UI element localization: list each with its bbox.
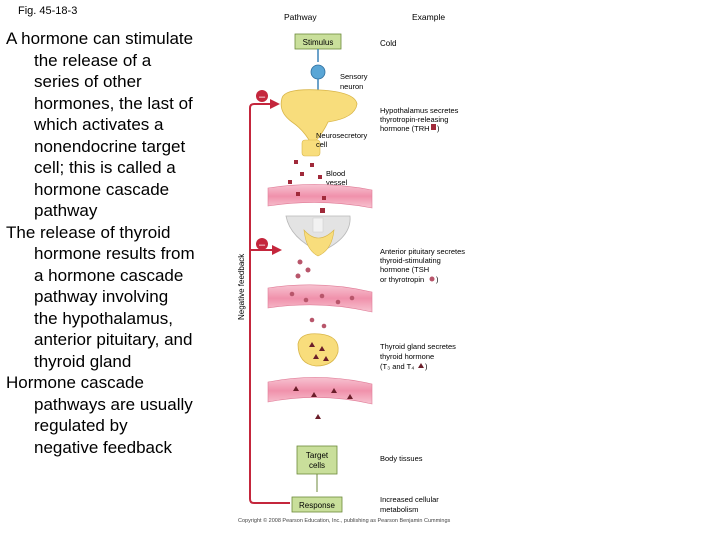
blood-vessel-1 <box>267 184 373 213</box>
trh-particles <box>288 160 322 184</box>
target-cells-label-2: cells <box>309 461 325 470</box>
target-cells-label-1: Target <box>306 451 329 460</box>
svg-text:–: – <box>259 91 266 103</box>
inhibit-marker-2: – <box>256 238 268 251</box>
metabolism-label-2: metabolism <box>380 505 418 514</box>
copyright: Copyright © 2008 Pearson Education, Inc.… <box>238 517 451 524</box>
target-cells-box: Target cells <box>296 445 338 475</box>
blood-vessel-label-1: Blood <box>326 169 345 178</box>
stimulus-box: Stimulus <box>294 33 342 50</box>
tsh-close: ) <box>436 275 439 284</box>
trh-close: ) <box>437 124 440 133</box>
bullet-1: A hormone can stimulate the release of a… <box>6 29 194 220</box>
trh-symbol <box>431 124 436 130</box>
bullet-list: A hormone can stimulate the release of a… <box>6 28 196 458</box>
thyroid-gland <box>297 333 339 367</box>
svg-text:–: – <box>259 239 266 251</box>
bullet-2: The release of thyroid hormone results f… <box>6 222 195 371</box>
negative-feedback-label: Negative feedback <box>237 253 246 320</box>
thyroid-hormone-symbol <box>418 363 424 368</box>
hypothalamus-label-3: hormone (TRH <box>380 124 430 133</box>
tsh-symbol <box>429 276 435 282</box>
sensory-neuron <box>310 49 326 92</box>
pituitary-label-1: Anterior pituitary secretes <box>380 247 465 256</box>
pituitary-label-2: thyroid-stimulating <box>380 256 441 265</box>
response-box: Response <box>291 496 343 513</box>
sensory-neuron-label-2: neuron <box>340 82 363 91</box>
blood-vessel-3 <box>267 377 373 419</box>
response-label: Response <box>299 501 336 510</box>
blood-vessel-label-2: vessel <box>326 178 348 187</box>
thyroid-close: ) <box>425 362 428 371</box>
anterior-pituitary <box>285 215 351 257</box>
hypothalamus-label-2: thyrotropin-releasing <box>380 115 448 124</box>
negative-feedback-loop <box>249 99 290 504</box>
header-pathway: Pathway <box>284 12 317 22</box>
inhibit-marker-1: – <box>256 90 268 103</box>
sensory-neuron-label-1: Sensory <box>340 72 368 81</box>
pituitary-label-4: or thyrotropin <box>380 275 424 284</box>
example-cold: Cold <box>380 39 396 48</box>
hypothalamus <box>280 89 358 157</box>
figure-label: Fig. 45-18-3 <box>18 5 78 17</box>
pituitary-label-3: hormone (TSH <box>380 265 429 274</box>
tsh-particles <box>295 259 311 279</box>
body-tissues-label: Body tissues <box>380 454 423 463</box>
header-example: Example <box>412 12 445 22</box>
thyroid-label-3: (T₃ and T₄ <box>380 362 414 371</box>
thyroid-label-1: Thyroid gland secretes <box>380 342 456 351</box>
hypothalamus-label-1: Hypothalamus secretes <box>380 106 459 115</box>
blood-vessel-2 <box>267 284 373 329</box>
thyroid-label-2: thyroid hormone <box>380 352 434 361</box>
neurosecretory-label-2: cell <box>316 140 328 149</box>
stimulus-label: Stimulus <box>303 38 334 47</box>
metabolism-label-1: Increased cellular <box>380 495 439 504</box>
bullet-3: Hormone cascade pathways are usually reg… <box>6 373 193 457</box>
neurosecretory-label-1: Neurosecretory <box>316 131 368 140</box>
